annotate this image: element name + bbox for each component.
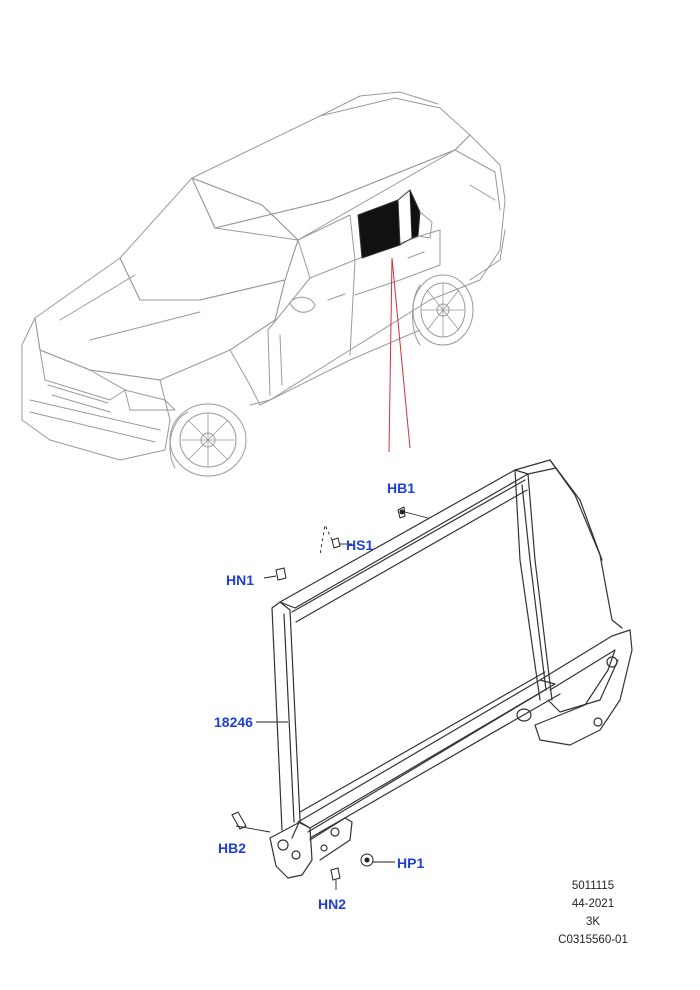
fasteners bbox=[231, 506, 406, 881]
callout-hs1: HS1 bbox=[346, 537, 374, 553]
callout-18246: 18246 bbox=[214, 714, 253, 730]
illustration-id: C0315560-01 bbox=[558, 934, 628, 946]
callout-hb1: HB1 bbox=[387, 480, 416, 496]
door-frame-assembly bbox=[269, 459, 633, 879]
callout-hb2: HB2 bbox=[218, 840, 247, 856]
callout-leaders bbox=[235, 511, 429, 890]
callout-hp1: HP1 bbox=[397, 855, 425, 871]
callout-hn1: HN1 bbox=[226, 572, 255, 588]
reference-date: 44-2021 bbox=[571, 898, 615, 910]
callout-hn2: HN2 bbox=[318, 896, 347, 912]
leader-lines-red bbox=[388, 257, 411, 453]
reference-number: 5011115 bbox=[571, 880, 615, 892]
vehicle-illustration bbox=[21, 91, 506, 477]
reference-code: 3K bbox=[585, 916, 601, 928]
